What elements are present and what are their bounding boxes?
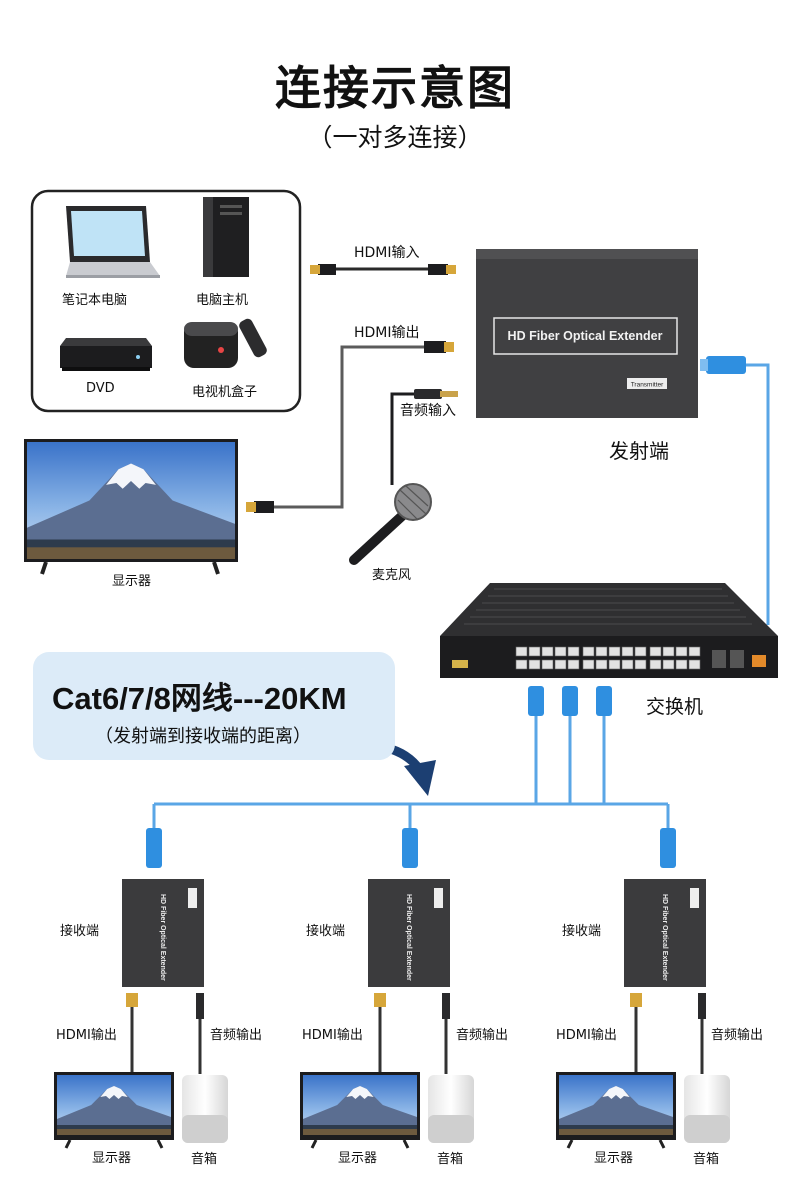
hdmi-output-cable xyxy=(246,341,454,513)
distance-callout-sub: （发射端到接收端的距离） xyxy=(95,726,311,747)
transmitter-device: HD Fiber Optical Extender Transmitter xyxy=(476,249,698,418)
receiver-2-hdmi-out: HDMI输出 xyxy=(302,1028,363,1043)
receiver-3-label: 接收端 xyxy=(562,924,602,939)
main-display-icon xyxy=(24,439,238,575)
receiver-2-device-text: HD Fiber Optical Extender xyxy=(405,894,412,981)
switch-rj45-plugs xyxy=(528,686,612,716)
receiver-2-display: 显示器 xyxy=(338,1151,378,1166)
hdmi-input-cable xyxy=(310,264,456,275)
page-title: 连接示意图 xyxy=(275,61,515,115)
receiver-2-speaker: 音箱 xyxy=(437,1152,464,1167)
network-switch xyxy=(440,583,778,678)
distance-callout xyxy=(33,652,395,760)
receiver-3-hdmi-out: HDMI输出 xyxy=(556,1028,617,1043)
hdmi-input-label: HDMI输入 xyxy=(354,245,420,261)
receiver-2-audio-out: 音频输出 xyxy=(456,1028,509,1043)
laptop-label: 笔记本电脑 xyxy=(62,293,128,308)
distance-callout-main: Cat6/7/8网线---20KM xyxy=(52,681,347,716)
pc-host-label: 电脑主机 xyxy=(196,293,249,308)
receiver-1-audio-out: 音频输出 xyxy=(210,1028,263,1043)
tv-box-label: 电视机盒子 xyxy=(192,385,258,400)
transmitter-panel-text: HD Fiber Optical Extender xyxy=(508,329,663,343)
microphone-icon xyxy=(349,483,432,565)
transmitter-network-cable xyxy=(700,356,770,625)
receiver-2-label: 接收端 xyxy=(306,924,346,939)
receiver-2 xyxy=(300,879,474,1149)
display-main-label: 显示器 xyxy=(112,574,152,589)
hdmi-output-label: HDMI输出 xyxy=(354,325,420,341)
laptop-icon xyxy=(66,206,160,278)
receiver-3-device-text: HD Fiber Optical Extender xyxy=(661,894,668,981)
microphone-label: 麦克风 xyxy=(372,568,412,583)
receiver-rj45-plugs xyxy=(146,828,676,868)
receiver-1-device-text: HD Fiber Optical Extender xyxy=(159,894,166,981)
pc-tower-icon xyxy=(203,197,249,277)
tv-box-icon xyxy=(184,318,267,368)
transmitter-label: 发射端 xyxy=(609,439,669,463)
audio-input-label: 音频输入 xyxy=(400,403,456,419)
dvd-label: DVD xyxy=(86,381,115,396)
receiver-1 xyxy=(54,879,228,1149)
receiver-3 xyxy=(556,879,730,1149)
dvd-player-icon xyxy=(60,338,152,371)
switch-label: 交换机 xyxy=(646,696,704,718)
audio-input-cable xyxy=(390,389,458,485)
receiver-3-speaker: 音箱 xyxy=(693,1152,720,1167)
transmitter-badge: Transmitter xyxy=(631,382,664,389)
receiver-3-display: 显示器 xyxy=(594,1151,634,1166)
receiver-1-hdmi-out: HDMI输出 xyxy=(56,1028,117,1043)
receiver-3-audio-out: 音频输出 xyxy=(711,1028,764,1043)
receiver-1-speaker: 音箱 xyxy=(191,1152,218,1167)
distribution-cables xyxy=(152,712,670,830)
page-subtitle: （一对多连接） xyxy=(307,123,483,152)
receiver-1-display: 显示器 xyxy=(92,1151,132,1166)
receiver-1-label: 接收端 xyxy=(60,924,100,939)
